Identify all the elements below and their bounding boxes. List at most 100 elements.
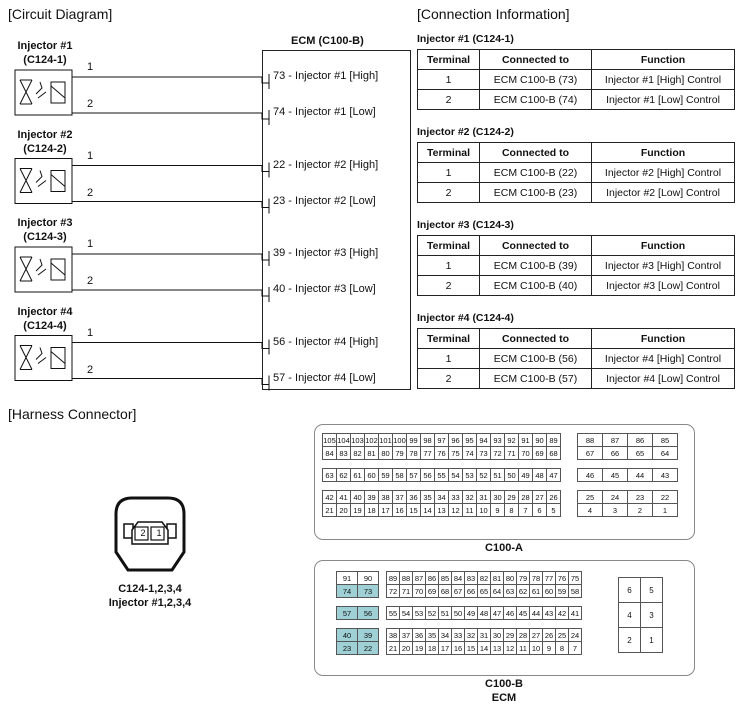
connector-pin: 84: [451, 571, 465, 585]
table-cell: Injector #2 [Low] Control: [591, 182, 735, 203]
connector-pin: 91: [336, 571, 358, 585]
connector-pin: 49: [518, 468, 533, 482]
pin-row: [578, 482, 678, 491]
ecm-terminal-low: 23 - Injector #2 [Low]: [273, 194, 376, 207]
ecm-terminal-high: 39 - Injector #3 [High]: [273, 247, 379, 259]
connector-pin: 42: [555, 606, 569, 620]
connector-pin: 72: [386, 584, 400, 598]
connector-pin: 82: [477, 571, 491, 585]
connector-pin: 78: [406, 446, 421, 460]
connector-pin: 93: [490, 433, 505, 447]
connector-pin: 43: [542, 606, 556, 620]
circuit-wires: [14, 69, 270, 391]
connector-pin: 95: [462, 433, 477, 447]
connector-pin: 18: [364, 503, 379, 517]
c100a-label: C100-A: [485, 542, 523, 554]
pin-row: [387, 598, 582, 607]
table-cell: 1: [417, 348, 480, 369]
connector-pin: 49: [464, 606, 478, 620]
injector-connector-sublabel: Injector #1,2,3,4: [108, 597, 192, 609]
connector-pin: 40: [350, 490, 365, 504]
connector-pin: 41: [568, 606, 582, 620]
connector-pin: 24: [602, 490, 628, 504]
connector-pin: 75: [568, 571, 582, 585]
wire-low: [72, 289, 269, 297]
injector-connector-id: (C124-2): [23, 142, 67, 155]
pin-row: [323, 460, 561, 469]
connector-pin: 68: [438, 584, 452, 598]
table-header-cell: Terminal: [417, 142, 480, 163]
connector-pin: 7: [518, 503, 533, 517]
wire-high: [72, 253, 269, 261]
wire-high: [72, 342, 269, 349]
connector-pin: 58: [392, 468, 407, 482]
wire-low: [72, 201, 269, 208]
connector-pin: 29: [504, 490, 519, 504]
table-header-cell: Function: [591, 142, 735, 163]
connector-pin: 44: [529, 606, 543, 620]
connector-pin: 25: [555, 628, 569, 642]
connector-pin: 53: [412, 606, 426, 620]
table-cell: 2: [417, 368, 480, 389]
table-cell: Injector #2 [High] Control: [591, 162, 735, 183]
connector-pin: 68: [546, 446, 561, 460]
connector-pin: 31: [477, 628, 491, 642]
connection-group-title: Injector #2 (C124-2): [417, 126, 514, 138]
injector-name: Injector #2: [17, 128, 73, 141]
connector-pin: 33: [451, 628, 465, 642]
table-cell: ECM C100-B (56): [479, 348, 592, 369]
connector-pin: 64: [652, 446, 678, 460]
connector-pin: 86: [425, 571, 439, 585]
connector-pin: 90: [532, 433, 547, 447]
connector-pin: 25: [577, 490, 603, 504]
table-header-cell: Function: [591, 328, 735, 349]
connector-pin: 52: [476, 468, 491, 482]
c100b-sublabel: ECM: [491, 692, 517, 704]
connector-pin: 88: [577, 433, 603, 447]
table-cell: Injector #4 [High] Control: [591, 348, 735, 369]
connector-pin: 44: [627, 468, 653, 482]
connector-pin: 14: [420, 503, 435, 517]
table-cell: 2: [417, 275, 480, 296]
table-header-cell: Connected to: [479, 142, 592, 163]
connector-pin: 87: [412, 571, 426, 585]
table-cell: 2: [417, 182, 480, 203]
injector-pin-label: 2: [87, 363, 94, 376]
connector-pin: 59: [378, 468, 393, 482]
connector-pin: 14: [477, 641, 491, 655]
table-header-cell: Connected to: [479, 235, 592, 256]
connector-pin: 80: [378, 446, 393, 460]
connector-pin: 66: [602, 446, 628, 460]
connector-pin: 29: [503, 628, 517, 642]
connector-pin: 28: [518, 490, 533, 504]
connector-pin: 32: [464, 628, 478, 642]
connector-pin: 105: [322, 433, 337, 447]
injector-connector-id: (C124-3): [23, 231, 67, 243]
injector-connector-id: (C124-4): [23, 319, 67, 332]
connector-pin: 48: [532, 468, 547, 482]
ecm-terminal-high: 73 - Injector #1 [High]: [273, 70, 379, 82]
connector-pin: 45: [602, 468, 628, 482]
valve-icon: [19, 256, 33, 282]
connector-pin: 24: [568, 628, 582, 642]
connector-pin: 46: [577, 468, 603, 482]
connector-pin: 42: [322, 490, 337, 504]
connector-pin: 94: [476, 433, 491, 447]
table-cell: 1: [417, 69, 480, 90]
connector-pin: 76: [434, 446, 449, 460]
connector-pin: 104: [336, 433, 351, 447]
connector-pin: 40: [336, 628, 358, 642]
table-header-cell: Terminal: [417, 235, 480, 256]
table-cell: ECM C100-B (22): [479, 162, 592, 183]
